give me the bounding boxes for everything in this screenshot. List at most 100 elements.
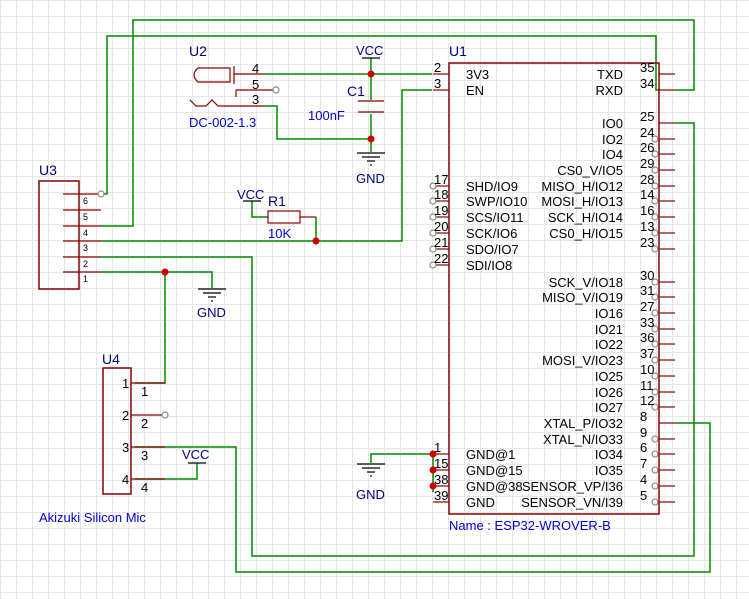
u2-dc-jack[interactable]: U2 DC-002-1.3 4 5 3 — [189, 43, 280, 130]
u1-pin-num-4: 4 — [640, 472, 647, 487]
u1-pin-label-3: EN — [466, 83, 484, 98]
u1-right-pins: 35TXD34RXD25IO024IO226IO429CS0_V/IO528MI… — [521, 60, 675, 510]
u1-pin-label-39: GND — [466, 495, 495, 510]
junction-gnd38 — [429, 482, 437, 490]
u1-pin-num-1: 1 — [434, 440, 441, 455]
u1-pin-num-34: 34 — [640, 76, 654, 91]
u1-pin-num-6: 6 — [640, 440, 647, 455]
u3-pin-num-1: 1 — [83, 274, 88, 284]
u1-pin-label-26: IO4 — [602, 147, 623, 162]
u3-body — [38, 180, 80, 290]
u1-pin-label-20: SCK/IO6 — [466, 226, 517, 241]
u1-pin-end-24 — [651, 135, 659, 143]
u1-pin-num-14: 14 — [640, 187, 654, 202]
u2-pin-5: 5 — [252, 77, 259, 92]
u1-pin-num-29: 29 — [640, 156, 654, 171]
gnd-label-c1: GND — [356, 171, 385, 186]
u1-pin-num-38: 38 — [434, 472, 448, 487]
u1-pin-num-36: 36 — [640, 330, 654, 345]
u1-pin-label-34: RXD — [596, 83, 623, 98]
u1-pin-label-15: GND@15 — [466, 463, 523, 478]
u1-pin-num-39: 39 — [434, 488, 448, 503]
gnd-symbol-c1 — [357, 152, 385, 166]
u1-pin-num-13: 13 — [640, 219, 654, 234]
junction-3v3 — [367, 70, 375, 78]
u4-value: Akizuki Silicon Mic — [39, 510, 146, 525]
u1-pin-end-18 — [429, 197, 437, 205]
u3-pin-num-4: 4 — [83, 228, 88, 238]
u1-pin-num-10: 10 — [640, 362, 654, 377]
u2-pin-4: 4 — [252, 61, 259, 76]
c1-ref: C1 — [347, 83, 365, 99]
u1-pin-label-10: IO25 — [595, 369, 623, 384]
u1-pin-end-12 — [651, 403, 659, 411]
u1-pin-label-29: CS0_V/IO5 — [557, 163, 623, 178]
u1-pin-label-7: IO35 — [595, 463, 623, 478]
u4-outer-pin-3: 3 — [141, 448, 148, 463]
u1-pin-num-3: 3 — [434, 76, 441, 91]
u1-pin-end-27 — [651, 309, 659, 317]
u1-pin-end-13 — [651, 229, 659, 237]
u1-pin-num-26: 26 — [640, 140, 654, 155]
u1-pin-num-23: 23 — [640, 235, 654, 250]
wire-u3p5-txd — [101, 19, 695, 227]
u4-inner-pin-1: 1 — [122, 376, 129, 391]
u1-pin-label-35: TXD — [597, 67, 623, 82]
junction-gnd1 — [429, 450, 437, 458]
u1-ref: U1 — [449, 43, 467, 59]
u1-pin-label-17: SHD/IO9 — [466, 179, 518, 194]
u1-name: Name : ESP32-WROVER-B — [449, 518, 611, 533]
u1-pin-label-13: CS0_H/IO15 — [549, 226, 623, 241]
u2-value: DC-002-1.3 — [189, 115, 256, 130]
power-symbols: VCC VCC VCC GND GND GND — [182, 43, 385, 502]
u1-pin-end-10 — [651, 372, 659, 380]
junction-en — [312, 237, 320, 245]
vcc-label-r1: VCC — [237, 187, 264, 202]
u1-pin-label-6: IO34 — [595, 447, 623, 462]
u1-pin-end-9 — [651, 435, 659, 443]
wire-r1-vcc — [251, 201, 268, 218]
u1-pin-end-7 — [651, 466, 659, 474]
u1-pin-num-35: 35 — [640, 60, 654, 75]
wires — [101, 19, 711, 573]
u1-pin-num-28: 28 — [640, 172, 654, 187]
r1-resistor[interactable]: R1 10K — [267, 193, 316, 241]
u1-pin-end-33 — [651, 325, 659, 333]
u1-pin-num-25: 25 — [640, 109, 654, 124]
u1-pin-label-31: MISO_V/IO19 — [542, 290, 623, 305]
u1-pin-num-21: 21 — [434, 235, 448, 250]
u1-pin-num-12: 12 — [640, 393, 654, 408]
u1-pin-num-17: 17 — [434, 172, 448, 187]
u1-pin-label-28: MISO_H/IO12 — [541, 179, 623, 194]
u3-pin-num-2: 2 — [83, 259, 88, 269]
vcc-label-u4: VCC — [182, 447, 209, 462]
u4-ref: U4 — [102, 351, 120, 367]
u1-pin-end-26 — [651, 150, 659, 158]
u1-pin-num-22: 22 — [434, 251, 448, 266]
wire-u4p1 — [135, 272, 166, 384]
wire-u4p4-vcc — [135, 463, 198, 480]
u1-pin-label-33: IO21 — [595, 322, 623, 337]
u1-pin-num-18: 18 — [434, 187, 448, 202]
u1-pin-end-11 — [651, 388, 659, 396]
u1-pin-end-37 — [651, 356, 659, 364]
u4-outer-pin-1: 1 — [141, 384, 148, 399]
u1-pin-label-19: SCS/IO11 — [466, 210, 524, 225]
r1-body — [267, 210, 301, 224]
c1-capacitor[interactable]: C1 100nF — [308, 83, 384, 123]
u1-pin-num-11: 11 — [640, 378, 654, 393]
u1-pin-label-8: XTAL_P/IO32 — [544, 416, 623, 431]
u1-pin-end-14 — [651, 197, 659, 205]
u1-pin-end-4 — [651, 482, 659, 490]
u2-plug-body — [193, 67, 231, 83]
u1-pin-label-16: SCK_H/IO14 — [548, 210, 623, 225]
u1-pin-num-37: 37 — [640, 346, 654, 361]
u3-pin-num-3: 3 — [83, 243, 88, 253]
